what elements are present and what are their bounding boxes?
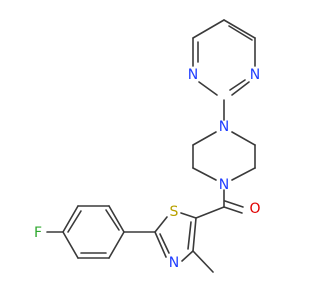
structure-svg: N N N N O S N F: [34, 19, 261, 273]
pyrimidine-ring: [192, 19, 256, 96]
atom-o-carbonyl: O: [249, 201, 260, 217]
thiazole-ring: [154, 212, 197, 262]
atom-f-fluoro: F: [34, 225, 42, 241]
molecule-diagram: N N N N O S N F: [34, 19, 261, 273]
phenyl-ring: [62, 205, 125, 259]
piperazine-ring: [192, 131, 256, 181]
atom-n-pyrimidine-2: N: [250, 67, 260, 83]
atom-n-piperazine-top: N: [219, 119, 229, 135]
bond-carbonyl-thiazole: [195, 206, 225, 219]
atom-n-thiazole: N: [169, 255, 179, 271]
methyl-bond: [192, 250, 214, 273]
atom-n-pyrimidine-1: N: [188, 67, 198, 83]
atom-n-piperazine-bottom: N: [219, 177, 229, 193]
atom-s-thiazole: S: [170, 204, 179, 220]
carbonyl-bond: [223, 200, 244, 214]
